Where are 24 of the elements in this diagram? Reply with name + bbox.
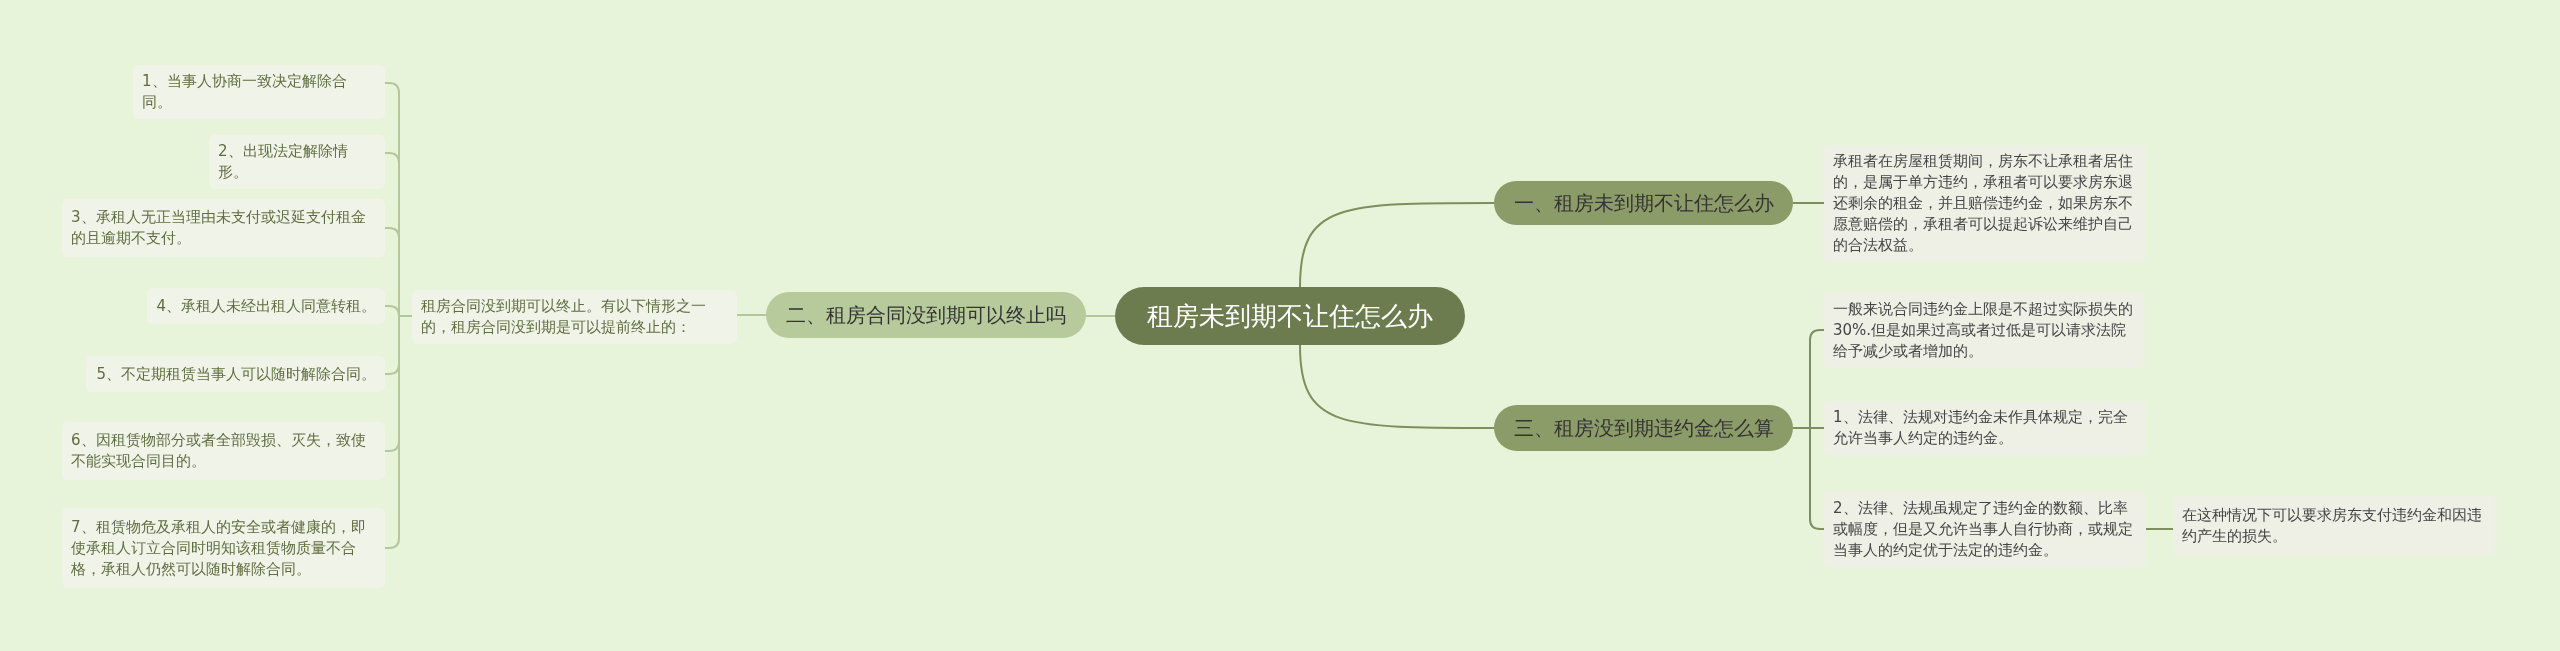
note-box: 1、当事人协商一致决定解除合同。 bbox=[133, 65, 385, 119]
note-box: 租房合同没到期可以终止。有以下情形之一的，租房合同没到期是可以提前终止的： bbox=[412, 290, 737, 344]
note-box: 6、因租赁物部分或者全部毁损、灭失，致使不能实现合同目的。 bbox=[62, 422, 385, 480]
connector-line bbox=[1299, 202, 1495, 288]
note-box: 2、出现法定解除情形。 bbox=[209, 135, 385, 189]
topic-box: 二、租房合同没到期可以终止吗 bbox=[766, 292, 1086, 338]
note-box: 4、承租人未经出租人同意转租。 bbox=[147, 288, 385, 324]
central-topic: 租房未到期不让住怎么办 bbox=[1115, 287, 1465, 345]
note-box: 3、承租人无正当理由未支付或迟延支付租金的且逾期不支付。 bbox=[62, 199, 385, 257]
note-box: 在这种情况下可以要求房东支付违约金和因违约产生的损失。 bbox=[2173, 496, 2495, 556]
topic-box: 一、租房未到期不让住怎么办 bbox=[1494, 181, 1793, 225]
connector-line bbox=[384, 315, 413, 549]
note-box: 5、不定期租赁当事人可以随时解除合同。 bbox=[86, 356, 385, 392]
note-box: 7、租赁物危及承租人的安全或者健康的，即使承租人订立合同时明知该租赁物质量不合格，承租人仍然可以随时解除合同。 bbox=[62, 508, 385, 588]
connector-line bbox=[1792, 202, 1825, 204]
connector-line bbox=[1085, 315, 1116, 317]
connector-line bbox=[736, 314, 767, 316]
note-box: 一般来说合同违约金上限是不超过实际损失的30%.但是如果过高或者过低是可以请求法院给予减少或者增加的。 bbox=[1824, 292, 2144, 368]
note-box: 2、法律、法规虽规定了违约金的数额、比率或幅度，但是又允许当事人自行协商，或规定当事人的约定优于法定的违约金。 bbox=[1824, 491, 2146, 567]
note-box: 承租者在房屋租赁期间，房东不让承租者居住的，是属于单方违约，承租者可以要求房东退还剩余的租金，并且赔偿违约金，如果房东不愿意赔偿的，承租者可以提起诉讼来维护自己的合法权益。 bbox=[1824, 145, 2146, 262]
topic-box: 三、租房没到期违约金怎么算 bbox=[1494, 405, 1793, 451]
connector-line bbox=[1299, 344, 1495, 429]
connector-line bbox=[2145, 528, 2174, 530]
note-box: 1、法律、法规对违约金未作具体规定，完全允许当事人约定的违约金。 bbox=[1824, 401, 2146, 455]
